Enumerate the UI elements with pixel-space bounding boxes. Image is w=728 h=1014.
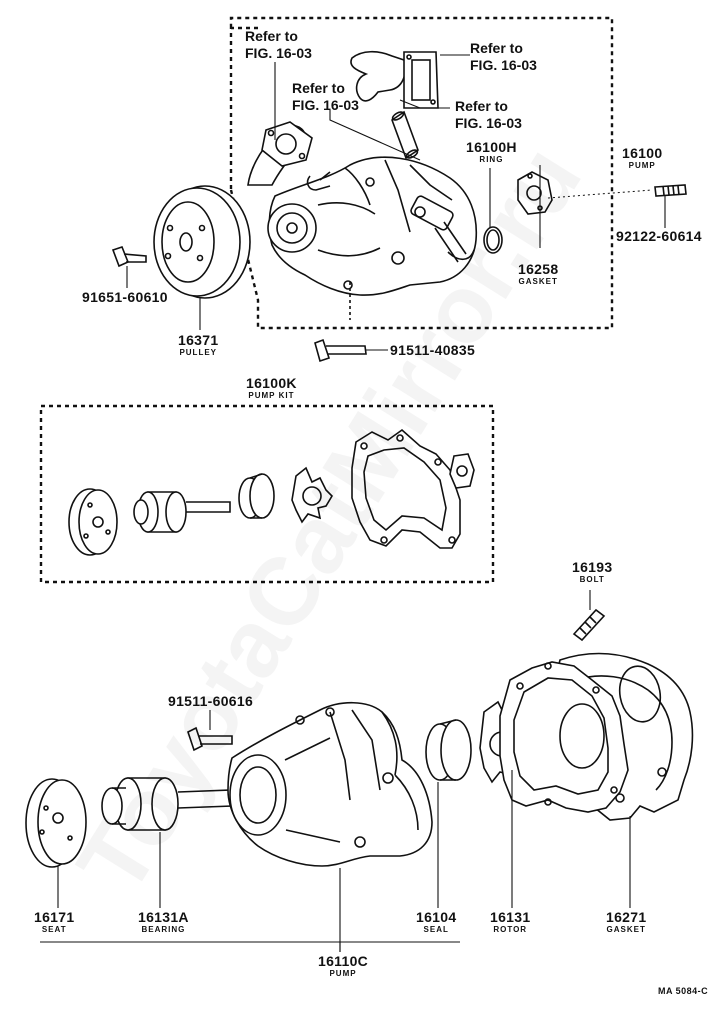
- callout-16100: 16100 PUMP: [622, 146, 662, 170]
- callout-16193: 16193 BOLT: [572, 560, 612, 584]
- part-number: 16131A: [138, 909, 189, 925]
- part-name: PULLEY: [179, 348, 217, 357]
- reference-label-4-line2: FIG. 16-03: [455, 115, 522, 131]
- pump-kit-box: [39, 404, 495, 584]
- reference-label-4: Refer to FIG. 16-03: [455, 98, 522, 132]
- o-ring: [483, 226, 503, 254]
- callout-92122-60614: 92122-60614: [616, 229, 702, 243]
- part-name: SEAT: [41, 925, 67, 934]
- pump-housing-bottom: [227, 701, 433, 867]
- bolt-pump: [314, 338, 367, 363]
- part-number: 92122-60614: [616, 228, 702, 244]
- part-number: 16171: [34, 909, 75, 925]
- part-number: 16271: [606, 909, 647, 925]
- part-number: 16258: [518, 261, 559, 277]
- part-number: 16131: [490, 909, 531, 925]
- part-name: PUMP KIT: [248, 391, 295, 400]
- part-name: GASKET: [518, 277, 558, 286]
- callout-16110C: 16110C PUMP: [318, 954, 368, 978]
- pump-assembly-box: [229, 16, 614, 330]
- reference-label-3-line2: FIG. 16-03: [470, 57, 537, 73]
- reference-label-1-line1: Refer to: [245, 28, 298, 44]
- reference-label-1: Refer to FIG. 16-03: [245, 28, 312, 62]
- callout-91511-60616: 91511-60616: [168, 694, 253, 708]
- callout-16258: 16258 GASKET: [518, 262, 558, 286]
- reference-label-2-line2: FIG. 16-03: [292, 97, 359, 113]
- part-number: 91651-60610: [82, 289, 168, 305]
- bolt-pulley: [111, 246, 147, 268]
- outlet-bypass: [350, 50, 439, 109]
- stud-top: [654, 184, 687, 197]
- callout-16371: 16371 PULLEY: [178, 333, 218, 357]
- kit-seat: [68, 488, 118, 556]
- part-number: 16100K: [246, 375, 297, 391]
- pulley: [153, 185, 251, 299]
- part-number: 16104: [416, 909, 457, 925]
- reference-label-4-line1: Refer to: [455, 98, 508, 114]
- kit-gasket: [351, 428, 475, 549]
- bolt-body: [187, 726, 233, 752]
- reference-label-2: Refer to FIG. 16-03: [292, 80, 359, 114]
- bearing-bottom: [101, 777, 233, 831]
- callout-16131: 16131 ROTOR: [490, 910, 530, 934]
- part-number: 16371: [178, 332, 219, 348]
- kit-bearing: [133, 491, 231, 533]
- kit-seal: [238, 473, 275, 519]
- diagram-code: MA 5084-C: [658, 986, 709, 996]
- part-name: PUMP: [329, 969, 357, 978]
- callout-16131A: 16131A BEARING: [138, 910, 189, 934]
- part-number: 91511-40835: [390, 342, 476, 358]
- reference-label-2-line1: Refer to: [292, 80, 345, 96]
- part-name: RING: [479, 155, 504, 164]
- outlet-pipe: [247, 121, 313, 186]
- part-name: BOLT: [579, 575, 605, 584]
- callout-16100K: 16100K PUMP KIT: [246, 376, 297, 400]
- part-name: PUMP: [628, 161, 656, 170]
- callout-16171: 16171 SEAT: [34, 910, 74, 934]
- part-name: ROTOR: [493, 925, 528, 934]
- part-number: 16110C: [318, 953, 369, 969]
- callout-91651-60610: 91651-60610: [82, 290, 168, 304]
- part-number: 16100: [622, 145, 663, 161]
- pump-housing-top: [267, 156, 478, 320]
- callout-91511-40835: 91511-40835: [390, 343, 475, 357]
- callout-16104: 16104 SEAL: [416, 910, 456, 934]
- callout-16271: 16271 GASKET: [606, 910, 646, 934]
- reference-label-1-line2: FIG. 16-03: [245, 45, 312, 61]
- reference-label-3-line1: Refer to: [470, 40, 523, 56]
- part-number: 91511-60616: [168, 693, 254, 709]
- gasket-large: [499, 661, 629, 813]
- part-number: 16100H: [466, 139, 517, 155]
- stud-bolt: [572, 608, 606, 642]
- part-name: BEARING: [141, 925, 186, 934]
- seat-bottom: [25, 778, 87, 868]
- seal-bottom: [425, 719, 472, 781]
- reference-label-3: Refer to FIG. 16-03: [470, 40, 537, 74]
- gasket-small: [517, 171, 553, 215]
- kit-rotor: [291, 466, 334, 524]
- bypass-hose: [391, 110, 419, 160]
- part-name: SEAL: [423, 925, 449, 934]
- callout-16100H: 16100H RING: [466, 140, 517, 164]
- part-number: 16193: [572, 559, 613, 575]
- part-name: GASKET: [606, 925, 646, 934]
